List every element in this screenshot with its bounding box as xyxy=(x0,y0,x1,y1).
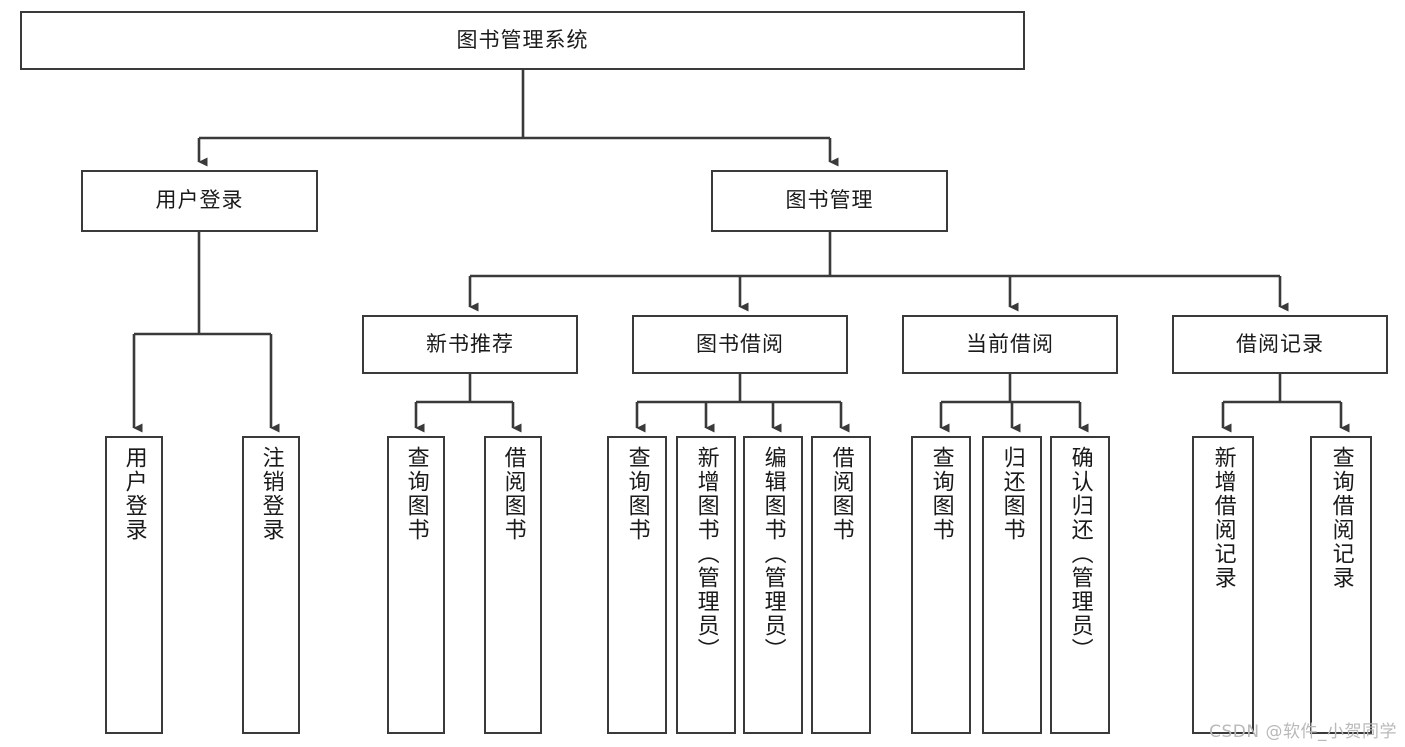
node-label: 查询图书 xyxy=(624,446,650,542)
node-label: 新增图书（管理员） xyxy=(693,446,719,662)
node-label: 查询图书 xyxy=(928,446,954,542)
node-label: 借阅记录 xyxy=(1236,331,1324,356)
node-label: 确认归还（管理员） xyxy=(1067,446,1093,662)
node-borrow-record[interactable]: 借阅记录 xyxy=(1172,315,1388,374)
leaf-node[interactable]: 查询图书 xyxy=(607,436,667,734)
node-label: 编辑图书（管理员） xyxy=(760,446,786,662)
node-label: 注销登录 xyxy=(258,446,284,542)
leaf-node[interactable]: 新增图书（管理员） xyxy=(676,436,736,734)
node-label: 用户登录 xyxy=(121,446,147,542)
node-label: 借阅图书 xyxy=(500,446,526,542)
csdn-watermark: CSDN @软件_小贺同学 xyxy=(1209,722,1397,742)
node-label: 查询图书 xyxy=(403,446,429,542)
node-new-book-recommend[interactable]: 新书推荐 xyxy=(362,315,578,374)
leaf-node[interactable]: 用户登录 xyxy=(105,436,163,734)
leaf-node[interactable]: 注销登录 xyxy=(242,436,300,734)
node-current-borrow[interactable]: 当前借阅 xyxy=(902,315,1118,374)
node-label: 查询借阅记录 xyxy=(1328,446,1354,590)
leaf-node[interactable]: 借阅图书 xyxy=(811,436,871,734)
node-label: 图书管理系统 xyxy=(456,27,589,52)
leaf-node[interactable]: 编辑图书（管理员） xyxy=(743,436,803,734)
leaf-node[interactable]: 查询图书 xyxy=(387,436,445,734)
node-label: 当前借阅 xyxy=(966,331,1054,356)
leaf-node[interactable]: 查询借阅记录 xyxy=(1310,436,1372,734)
node-root-system[interactable]: 图书管理系统 xyxy=(20,11,1025,70)
leaf-node[interactable]: 归还图书 xyxy=(982,436,1042,734)
node-label: 借阅图书 xyxy=(828,446,854,542)
node-label: 新增借阅记录 xyxy=(1210,446,1236,590)
leaf-node[interactable]: 确认归还（管理员） xyxy=(1050,436,1110,734)
node-label: 图书管理 xyxy=(785,188,874,213)
node-user-login[interactable]: 用户登录 xyxy=(81,170,318,232)
node-label: 图书借阅 xyxy=(696,331,784,356)
leaf-node[interactable]: 查询图书 xyxy=(911,436,971,734)
node-label: 用户登录 xyxy=(155,188,244,213)
node-book-management[interactable]: 图书管理 xyxy=(711,170,948,232)
node-label: 归还图书 xyxy=(999,446,1025,542)
node-label: 新书推荐 xyxy=(426,331,514,356)
leaf-node[interactable]: 新增借阅记录 xyxy=(1192,436,1254,734)
node-book-borrow[interactable]: 图书借阅 xyxy=(632,315,848,374)
leaf-node[interactable]: 借阅图书 xyxy=(484,436,542,734)
